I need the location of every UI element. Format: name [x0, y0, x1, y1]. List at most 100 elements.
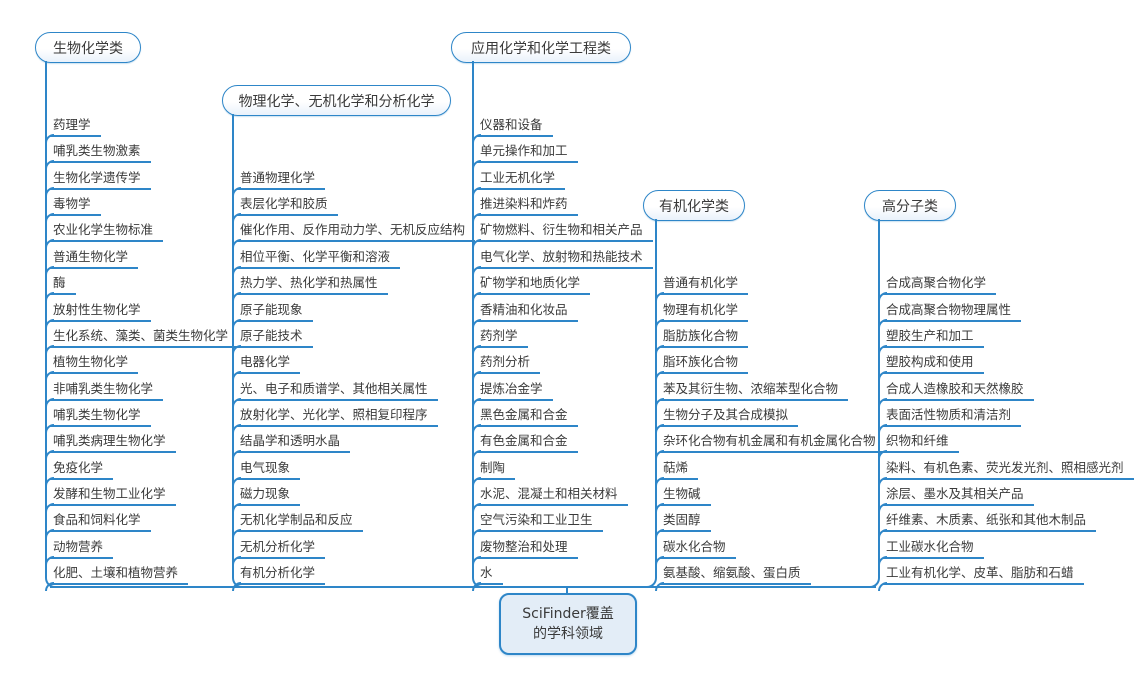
topic-item[interactable]: 化肥、土壤和植物营养: [50, 563, 189, 585]
topic-item[interactable]: 药剂学: [477, 326, 528, 348]
topic-item[interactable]: 哺乳类病理生物化学: [50, 431, 176, 453]
topic-item[interactable]: 矿物燃料、衍生物和相关产品: [477, 220, 653, 242]
leaf-connector-icon: [472, 187, 481, 196]
topic-item[interactable]: 制陶: [477, 458, 516, 480]
topic-item[interactable]: 热力学、热化学和热属性: [237, 273, 388, 295]
leaf-connector-icon: [45, 319, 54, 328]
topic-item[interactable]: 酶: [50, 273, 76, 295]
topic-item[interactable]: 放射性生物化学: [50, 300, 151, 322]
leaf-connector-icon: [655, 371, 664, 380]
topic-item[interactable]: 放射化学、光化学、照相复印程序: [237, 405, 438, 427]
branch-topic-4[interactable]: 高分子类: [864, 190, 956, 221]
topic-item[interactable]: 生物化学遗传学: [50, 168, 151, 190]
topic-item[interactable]: 原子能现象: [237, 300, 313, 322]
topic-item[interactable]: 纤维素、木质素、纸张和其他木制品: [883, 510, 1097, 532]
topic-item[interactable]: 织物和纤维: [883, 431, 959, 453]
topic-item[interactable]: 染料、有机色素、荧光发光剂、照相感光剂: [883, 458, 1134, 480]
branch-topic-3[interactable]: 有机化学类: [643, 190, 745, 221]
topic-item[interactable]: 合成人造橡胶和天然橡胶: [883, 379, 1034, 401]
topic-item[interactable]: 有色金属和合金: [477, 431, 578, 453]
topic-item[interactable]: 普通生物化学: [50, 247, 139, 269]
topic-item[interactable]: 药剂分析: [477, 352, 541, 374]
topic-item[interactable]: 普通物理化学: [237, 168, 326, 190]
topic-item[interactable]: 哺乳类生物化学: [50, 405, 151, 427]
topic-item[interactable]: 合成高聚合物物理属性: [883, 300, 1022, 322]
topic-item[interactable]: 无机化学制品和反应: [237, 510, 363, 532]
leaf-connector-icon: [232, 371, 241, 380]
branch-topic-0[interactable]: 生物化学类: [35, 32, 141, 63]
topic-item[interactable]: 工业有机化学、皮革、脂肪和石蜡: [883, 563, 1084, 585]
topic-item[interactable]: 食品和饲料化学: [50, 510, 151, 532]
topic-item[interactable]: 氨基酸、缩氨酸、蛋白质: [660, 563, 811, 585]
branch-topic-1[interactable]: 物理化学、无机化学和分析化学: [222, 85, 451, 116]
topic-item[interactable]: 结晶学和透明水晶: [237, 431, 351, 453]
topic-item[interactable]: 矿物学和地质化学: [477, 273, 591, 295]
topic-item[interactable]: 水: [477, 563, 503, 585]
topic-item[interactable]: 物理有机化学: [660, 300, 749, 322]
topic-item[interactable]: 发酵和生物工业化学: [50, 484, 176, 506]
topic-item[interactable]: 塑胶构成和使用: [883, 352, 984, 374]
leaf-connector-icon: [45, 266, 54, 275]
leaf-connector-icon: [45, 398, 54, 407]
topic-item[interactable]: 动物营养: [50, 537, 114, 559]
topic-item[interactable]: 植物生物化学: [50, 352, 139, 374]
topic-item[interactable]: 催化作用、反作用动力学、无机反应结构: [237, 220, 476, 242]
topic-item[interactable]: 水泥、混凝土和相关材料: [477, 484, 628, 506]
central-topic-label-line2: 的学科领域: [533, 626, 603, 642]
topic-item[interactable]: 单元操作和加工: [477, 141, 578, 163]
topic-item[interactable]: 涂层、墨水及其相关产品: [883, 484, 1034, 506]
topic-item[interactable]: 免疫化学: [50, 458, 114, 480]
branch-spine-0: [45, 61, 47, 578]
topic-item[interactable]: 类固醇: [660, 510, 711, 532]
leaf-connector-icon: [45, 187, 54, 196]
topic-item[interactable]: 萜烯: [660, 458, 699, 480]
topic-item[interactable]: 电气化学、放射物和热能技术: [477, 247, 653, 269]
topic-item[interactable]: 杂环化合物有机金属和有机金属化合物: [660, 431, 886, 453]
topic-item[interactable]: 毒物学: [50, 194, 101, 216]
topic-item[interactable]: 塑胶生产和加工: [883, 326, 984, 348]
topic-item[interactable]: 废物整治和处理: [477, 537, 578, 559]
topic-item[interactable]: 空气污染和工业卫生: [477, 510, 603, 532]
leaf-connector-icon: [45, 450, 54, 459]
topic-item[interactable]: 普通有机化学: [660, 273, 749, 295]
topic-item[interactable]: 合成高聚合物化学: [883, 273, 997, 295]
topic-item[interactable]: 生化系统、藻类、菌类生物化学: [50, 326, 239, 348]
leaf-connector-icon: [45, 160, 54, 169]
topic-item[interactable]: 提炼冶金学: [477, 379, 553, 401]
topic-item[interactable]: 推进染料和炸药: [477, 194, 578, 216]
topic-item[interactable]: 工业碳水化合物: [883, 537, 984, 559]
topic-item[interactable]: 无机分析化学: [237, 537, 326, 559]
topic-item[interactable]: 光、电子和质谱学、其他相关属性: [237, 379, 438, 401]
topic-item[interactable]: 生物碱: [660, 484, 711, 506]
leaf-connector-icon: [232, 266, 241, 275]
leaf-connector-icon: [45, 345, 54, 354]
leaf-connector-icon: [655, 477, 664, 486]
topic-item[interactable]: 磁力现象: [237, 484, 301, 506]
leaf-connector-icon: [472, 503, 481, 512]
topic-item[interactable]: 有机分析化学: [237, 563, 326, 585]
topic-item[interactable]: 原子能技术: [237, 326, 313, 348]
central-topic-node[interactable]: SciFinder覆盖 的学科领域: [499, 593, 637, 655]
leaf-connector-icon: [472, 134, 481, 143]
topic-item[interactable]: 相位平衡、化学平衡和溶液: [237, 247, 401, 269]
leaf-connector-icon: [45, 371, 54, 380]
topic-item[interactable]: 脂环族化合物: [660, 352, 749, 374]
topic-item[interactable]: 表层化学和胶质: [237, 194, 338, 216]
topic-item[interactable]: 脂肪族化合物: [660, 326, 749, 348]
topic-item[interactable]: 电器化学: [237, 352, 301, 374]
topic-item[interactable]: 香精油和化妆品: [477, 300, 578, 322]
topic-item[interactable]: 药理学: [50, 115, 101, 137]
topic-item[interactable]: 工业无机化学: [477, 168, 566, 190]
topic-item[interactable]: 哺乳类生物激素: [50, 141, 151, 163]
topic-item[interactable]: 黑色金属和合金: [477, 405, 578, 427]
topic-item[interactable]: 仪器和设备: [477, 115, 553, 137]
branch-topic-2[interactable]: 应用化学和化学工程类: [451, 32, 631, 63]
topic-item[interactable]: 表面活性物质和清洁剂: [883, 405, 1022, 427]
topic-item[interactable]: 电气现象: [237, 458, 301, 480]
topic-item[interactable]: 生物分子及其合成模拟: [660, 405, 799, 427]
leaf-connector-icon: [232, 319, 241, 328]
topic-item[interactable]: 苯及其衍生物、浓缩苯型化合物: [660, 379, 849, 401]
topic-item[interactable]: 非哺乳类生物化学: [50, 379, 164, 401]
topic-item[interactable]: 碳水化合物: [660, 537, 736, 559]
topic-item[interactable]: 农业化学生物标准: [50, 220, 164, 242]
